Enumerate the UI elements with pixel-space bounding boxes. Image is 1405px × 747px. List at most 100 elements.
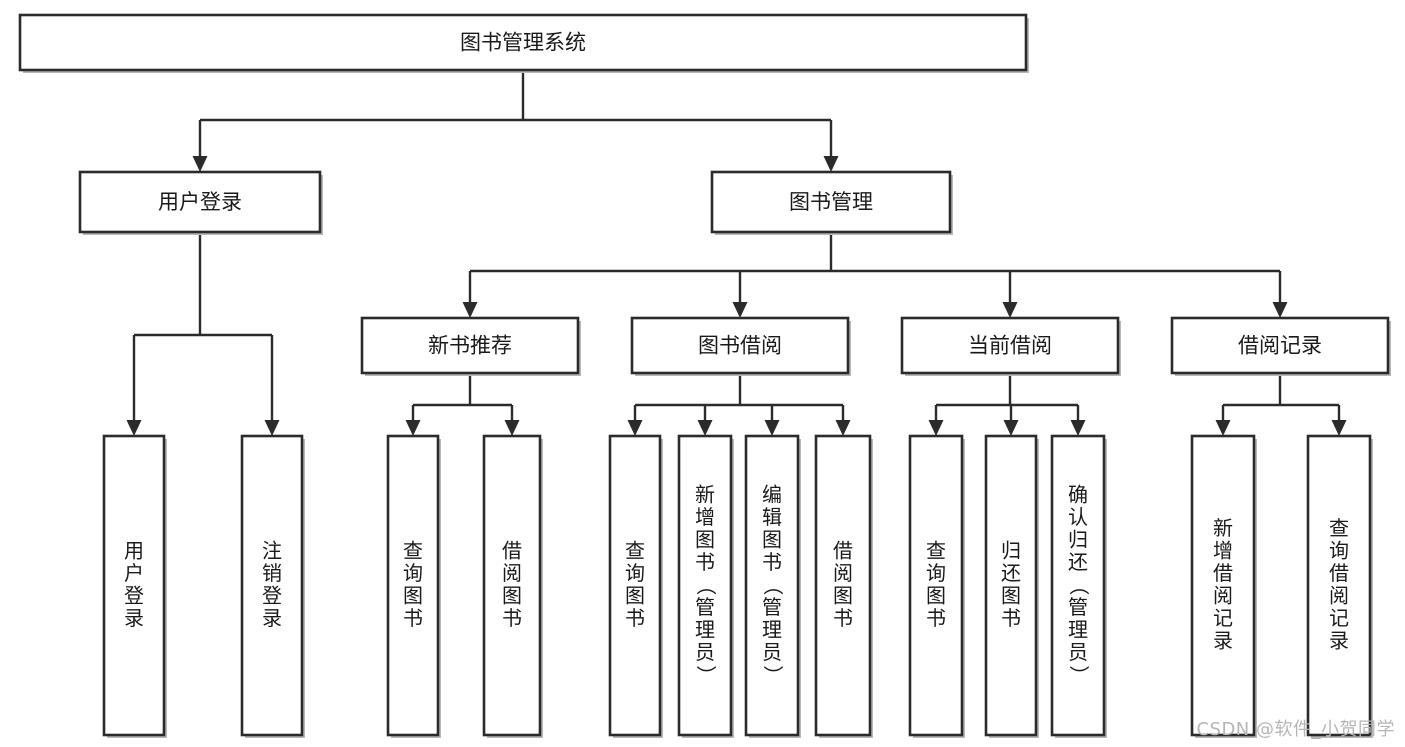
node-新书推荐[interactable]: 新书推荐 bbox=[360, 316, 581, 376]
node-label-char: 图 bbox=[625, 584, 645, 608]
node-label-char: 记 bbox=[1329, 606, 1349, 630]
node-label-char: 图 bbox=[695, 527, 715, 551]
arrow-head bbox=[264, 420, 280, 436]
node-label-char: 管 bbox=[762, 595, 782, 619]
node-图书管理系统[interactable]: 图书管理系统 bbox=[18, 13, 1029, 73]
node-label-char: 录 bbox=[1213, 629, 1233, 653]
node-label-char: 归 bbox=[1068, 527, 1088, 551]
node-label-char: 询 bbox=[1329, 539, 1349, 563]
node-label-char: 书 bbox=[1001, 606, 1021, 630]
node-label-char: 阅 bbox=[1329, 584, 1349, 608]
node-label-char: 书 bbox=[625, 606, 645, 630]
connector-arrow bbox=[192, 120, 208, 172]
node-label-char: 图 bbox=[762, 527, 782, 551]
connector-arrow bbox=[462, 271, 478, 318]
node-label-char: 图 bbox=[1001, 584, 1021, 608]
node-rect bbox=[908, 434, 964, 737]
node-用户登录[interactable]: 用户登录 bbox=[102, 434, 167, 738]
connector-arrow bbox=[126, 335, 142, 436]
node-label-char: 阅 bbox=[1213, 584, 1233, 608]
node-当前借阅[interactable]: 当前借阅 bbox=[900, 316, 1121, 376]
arrow-head bbox=[126, 420, 142, 436]
node-label-char: 书 bbox=[403, 606, 423, 630]
connector-arrow bbox=[764, 405, 780, 436]
node-rect bbox=[984, 434, 1038, 737]
node-label: 用户登录 bbox=[158, 190, 242, 214]
node-label-char: 书 bbox=[833, 606, 853, 630]
connector-arrow bbox=[1003, 405, 1019, 436]
connector-arrow bbox=[1272, 271, 1288, 318]
node-label-char: 录 bbox=[124, 606, 144, 630]
node-借阅记录[interactable]: 借阅记录 bbox=[1170, 316, 1391, 376]
node-图书管理[interactable]: 图书管理 bbox=[710, 170, 953, 235]
arrow-head bbox=[1272, 302, 1288, 318]
node-label-char: 借 bbox=[502, 539, 522, 563]
node-label-char: 录 bbox=[262, 606, 282, 630]
node-label-char: 借 bbox=[1213, 561, 1233, 585]
node-label-char: 书 bbox=[762, 550, 782, 574]
arrow-head bbox=[1003, 420, 1019, 436]
node-rect bbox=[386, 434, 440, 737]
arrow-head bbox=[1331, 420, 1347, 436]
node-rect bbox=[608, 434, 662, 737]
node-rect bbox=[1050, 434, 1106, 737]
arrow-head bbox=[1070, 420, 1086, 436]
node-label: 当前借阅 bbox=[968, 334, 1052, 358]
node-rect bbox=[360, 316, 580, 375]
node-label-char: 书 bbox=[926, 606, 946, 630]
arrow-head bbox=[764, 420, 780, 436]
node-label-char: 新 bbox=[695, 482, 715, 506]
node-rect bbox=[1170, 316, 1390, 375]
node-label-char: 注 bbox=[262, 539, 282, 563]
node-label-char: ） bbox=[761, 665, 785, 685]
node-rect bbox=[710, 170, 952, 234]
node-rect bbox=[1306, 434, 1372, 737]
node-label-char: 员 bbox=[1068, 640, 1088, 664]
node-label-char: 录 bbox=[1329, 629, 1349, 653]
node-用户登录[interactable]: 用户登录 bbox=[78, 170, 323, 235]
node-label-char: 增 bbox=[695, 505, 715, 529]
node-layer: 图书管理系统用户登录图书管理新书推荐图书借阅当前借阅借阅记录用户登录注销登录查询… bbox=[18, 13, 1391, 738]
node-label-char: 登 bbox=[262, 584, 282, 608]
node-label-char: ） bbox=[694, 665, 718, 685]
node-label-char: 查 bbox=[403, 539, 423, 563]
node-label: 借阅记录 bbox=[1238, 334, 1322, 358]
arrow-head bbox=[823, 156, 839, 172]
node-rect bbox=[677, 434, 733, 737]
node-label-char: （ bbox=[1067, 575, 1091, 595]
connector-arrow bbox=[732, 271, 748, 318]
node-label-char: ） bbox=[1067, 665, 1091, 685]
node-label-char: 借 bbox=[1329, 561, 1349, 585]
connector-arrow bbox=[835, 405, 851, 436]
connector-layer bbox=[126, 70, 1347, 436]
connector-arrow bbox=[264, 335, 280, 436]
node-label-char: 还 bbox=[1001, 561, 1021, 585]
connector-arrow bbox=[1215, 405, 1231, 436]
node-label-char: 还 bbox=[1068, 550, 1088, 574]
node-label-char: 管 bbox=[695, 595, 715, 619]
node-label-char: 查 bbox=[1329, 516, 1349, 540]
node-label-char: 记 bbox=[1213, 606, 1233, 630]
node-label-char: 借 bbox=[833, 539, 853, 563]
node-图书借阅[interactable]: 图书借阅 bbox=[630, 316, 851, 376]
node-rect bbox=[814, 434, 872, 737]
node-label-char: 户 bbox=[124, 561, 144, 585]
node-rect bbox=[630, 316, 850, 375]
node-label-char: 查 bbox=[926, 539, 946, 563]
node-rect bbox=[78, 170, 322, 234]
arrow-head bbox=[697, 420, 713, 436]
connector-arrow bbox=[627, 405, 643, 436]
node-label-char: 图 bbox=[403, 584, 423, 608]
